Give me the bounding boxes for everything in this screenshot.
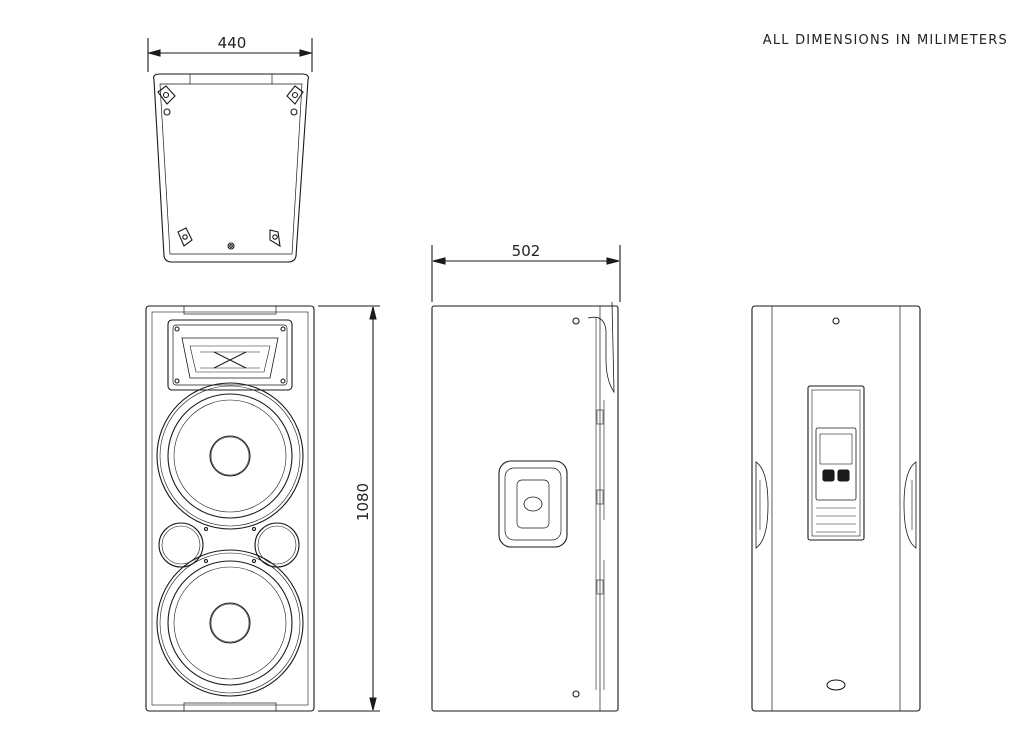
port-icon [158,522,204,568]
top-width-label: 440 [218,34,247,52]
front-height-label: 1080 [354,483,372,521]
top-fitting-icon [177,227,193,247]
top-view: 440 [146,34,314,263]
side-depth-label: 502 [512,242,541,260]
side-depth-dimension: 502 [431,242,621,302]
horn-icon [167,319,293,391]
top-width-dimension: 440 [146,34,314,72]
handle-icon [903,461,917,549]
top-fitting-icon [157,85,176,116]
front-view: 1080 [145,305,380,712]
woofer-icon [156,549,304,697]
front-height-dimension: 1080 [318,305,380,712]
top-fitting-icon [286,85,304,116]
units-note: ALL DIMENSIONS IN MILIMETERS [762,33,1008,48]
connector-plate-icon [807,385,865,541]
top-fitting-icon [269,229,281,248]
handle-icon [755,461,769,549]
rear-view [751,305,921,712]
woofer-icon [156,382,304,530]
handle-icon [498,460,568,548]
side-view: 502 [431,242,621,712]
